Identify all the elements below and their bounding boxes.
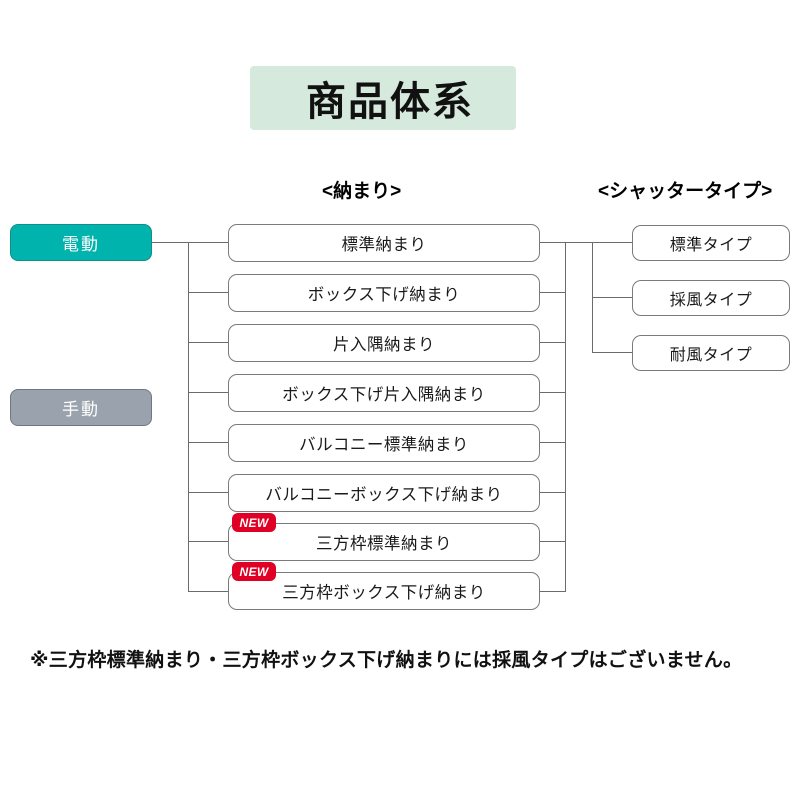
connector-branch-right-4: [540, 392, 566, 393]
nawari-box-8[interactable]: 三方枠ボックス下げ納まり: [228, 572, 540, 610]
connector-branch-left-8: [188, 591, 228, 592]
new-badge-nawari-8: NEW: [232, 562, 276, 581]
shutter-type-box-1[interactable]: 標準タイプ: [632, 225, 790, 261]
mode-button-manual[interactable]: 手動: [10, 389, 152, 426]
shutter-type-box-2[interactable]: 採風タイプ: [632, 280, 790, 316]
connector-branch-right-3: [540, 342, 566, 343]
column-header-shutter-type: <シャッタータイプ>: [598, 181, 773, 202]
nawari-box-7[interactable]: 三方枠標準納まり: [228, 523, 540, 561]
connector-branch-shutter-1: [592, 242, 632, 243]
connector-branch-right-7: [540, 541, 566, 542]
connector-bridge-to-shutter: [565, 242, 592, 243]
nawari-box-6[interactable]: バルコニーボックス下げ納まり: [228, 474, 540, 512]
new-badge-nawari-7: NEW: [232, 513, 276, 532]
connector-branch-right-5: [540, 442, 566, 443]
connector-branch-left-5: [188, 442, 228, 443]
connector-branch-left-7: [188, 541, 228, 542]
connector-branch-left-1: [188, 242, 228, 243]
footnote-text: ※三方枠標準納まり・三方枠ボックス下げ納まりには採風タイプはございません。: [30, 650, 743, 671]
title-banner: 商品体系: [250, 66, 516, 130]
nawari-box-5[interactable]: バルコニー標準納まり: [228, 424, 540, 462]
connector-trunk-electric: [152, 242, 188, 243]
connector-branch-shutter-3: [592, 352, 632, 353]
connector-branch-left-6: [188, 492, 228, 493]
nawari-box-2[interactable]: ボックス下げ納まり: [228, 274, 540, 312]
nawari-box-3[interactable]: 片入隅納まり: [228, 324, 540, 362]
mode-button-electric[interactable]: 電動: [10, 224, 152, 261]
connector-branch-right-8: [540, 591, 566, 592]
page-title: 商品体系: [306, 80, 474, 124]
connector-branch-right-1: [540, 242, 566, 243]
connector-branch-shutter-2: [592, 297, 632, 298]
nawari-box-1[interactable]: 標準納まり: [228, 224, 540, 262]
column-header-nawari: <納まり>: [322, 181, 402, 202]
connector-spine-right: [565, 242, 566, 591]
connector-spine-left: [188, 242, 189, 591]
connector-branch-left-3: [188, 342, 228, 343]
connector-branch-left-4: [188, 392, 228, 393]
connector-branch-left-2: [188, 292, 228, 293]
connector-branch-right-6: [540, 492, 566, 493]
nawari-box-4[interactable]: ボックス下げ片入隅納まり: [228, 374, 540, 412]
connector-branch-right-2: [540, 292, 566, 293]
shutter-type-box-3[interactable]: 耐風タイプ: [632, 335, 790, 371]
